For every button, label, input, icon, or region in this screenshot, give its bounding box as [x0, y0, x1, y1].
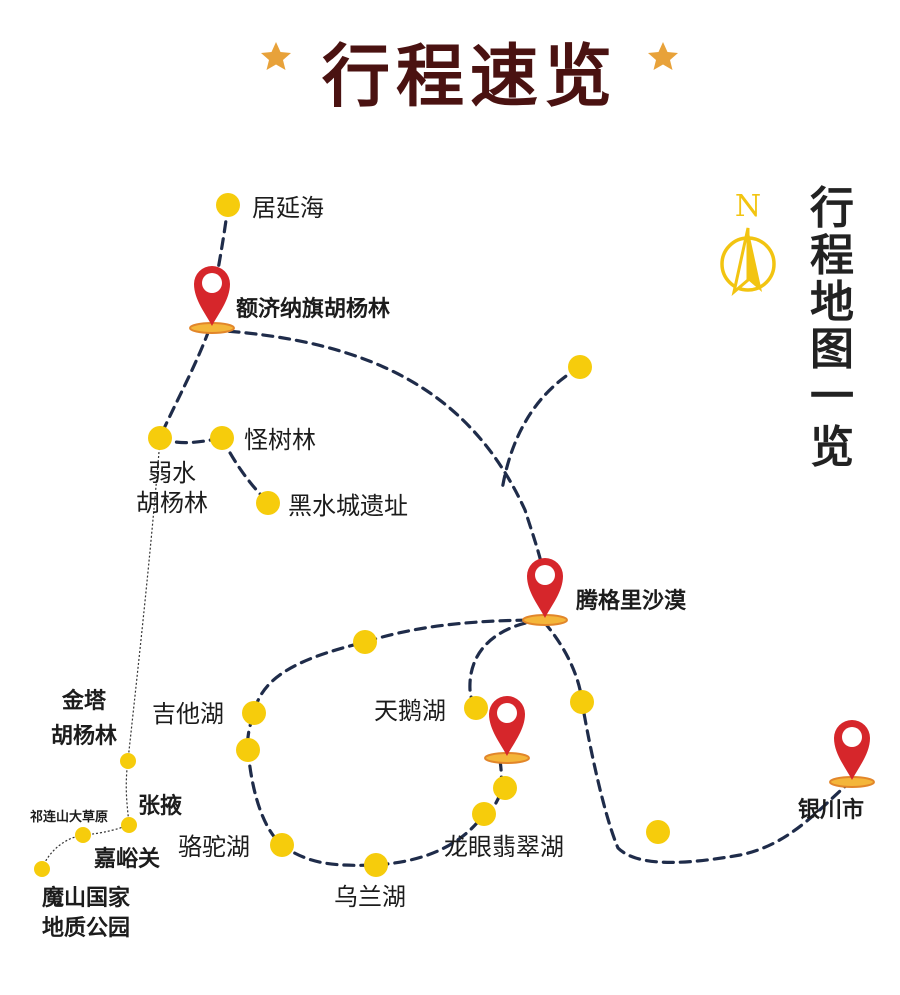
label-jinta-line2: 胡杨林: [51, 724, 117, 749]
place-labels: 居延海 额济纳旗胡杨林 怪树林 弱水 胡杨林 黑水城遗址 腾格里沙漠 金塔 胡杨…: [30, 194, 864, 941]
stop-jitahu: [242, 701, 266, 725]
label-moshan-line2: 地质公园: [42, 916, 130, 941]
stop-luotuohu: [270, 833, 294, 857]
label-ruoshui-line1: 弱水: [148, 459, 196, 487]
label-jitahu: 吉他湖: [152, 700, 224, 728]
pin-tengger-icon: [522, 557, 568, 626]
stop-longyan-2: [472, 802, 496, 826]
stop-qilian: [75, 827, 91, 843]
label-yinchuan: 银川市: [798, 797, 864, 823]
stop-wulanhu: [364, 853, 388, 877]
stop-juyanhai: [216, 193, 240, 217]
side-title-char: 地: [810, 277, 854, 328]
label-zhangye: 张掖: [138, 793, 182, 819]
side-title-char: 一: [810, 371, 854, 422]
label-jiayuguan: 嘉峪关: [94, 847, 160, 872]
stop-longyan-1: [493, 776, 517, 800]
label-ejina: 额济纳旗胡杨林: [236, 296, 390, 322]
compass-icon: N: [720, 189, 776, 297]
compass-north-label: N: [735, 189, 761, 224]
label-ruoshui-line2: 胡杨林: [136, 489, 208, 517]
label-juyanhai: 居延海: [252, 194, 324, 222]
stop-guaishulin: [210, 426, 234, 450]
route-ejina-tengger: [210, 328, 546, 577]
stop-east-2: [646, 820, 670, 844]
stop-dots: [34, 193, 670, 877]
label-tengger: 腾格里沙漠: [576, 588, 687, 614]
stop-unnamed-mid: [353, 630, 377, 654]
side-title-char: 览: [810, 422, 854, 473]
title-star-right: [648, 42, 678, 70]
side-title: 行 程 地 图 一 览: [810, 183, 854, 473]
stop-moshan: [34, 861, 50, 877]
pin-tianehu-icon: [484, 695, 530, 764]
page-title: 行程速览: [322, 38, 618, 117]
stop-heishuicheng: [256, 491, 280, 515]
stop-unnamed-north: [568, 355, 592, 379]
label-luotuohu: 骆驼湖: [178, 833, 250, 861]
stop-jinta: [120, 753, 136, 769]
side-title-char: 行: [810, 183, 854, 234]
route-tengger-yinchuan: [542, 620, 852, 864]
label-longyan: 龙眼翡翠湖: [444, 833, 564, 861]
pin-ejina-icon: [189, 265, 235, 334]
label-wulanhu: 乌兰湖: [334, 883, 406, 911]
label-tianehu: 天鹅湖: [374, 697, 446, 725]
side-title-char: 程: [810, 230, 854, 281]
stop-jitahu-south: [236, 738, 260, 762]
pin-yinchuan-icon: [829, 719, 875, 788]
stop-ruoshui: [148, 426, 172, 450]
label-guaishulin: 怪树林: [244, 426, 316, 454]
stop-east-1: [570, 690, 594, 714]
route-branch-upper: [500, 365, 582, 492]
side-title-char: 图: [810, 324, 854, 375]
title-star-left: [261, 42, 291, 70]
stop-tianehu: [464, 696, 488, 720]
stop-zhangye: [121, 817, 137, 833]
route-west-thin: [41, 439, 161, 869]
label-heishuicheng: 黑水城遗址: [288, 492, 408, 520]
route-ejina-ruoshui: [158, 328, 211, 439]
route-tengger-longyan: [468, 618, 544, 710]
label-moshan-line1: 魔山国家: [42, 885, 131, 911]
label-qilian: 祁连山大草原: [30, 809, 108, 825]
label-jinta-line1: 金塔: [61, 688, 107, 714]
